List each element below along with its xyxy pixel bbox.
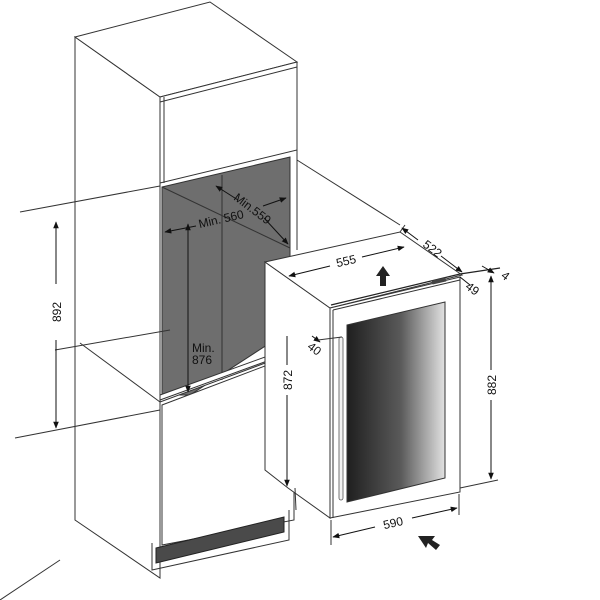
door-top-strip [330,267,501,306]
dimension-arrow [263,217,289,245]
dimension-49: 49 [459,276,482,299]
dimension-872: 872 [281,336,297,511]
airflow-up-icon [376,266,390,286]
ref-line-top [19,185,161,213]
min-height-label-line2: 876 [192,353,212,367]
ref-line-depth [296,159,401,226]
dimension-590: 590 [330,494,460,545]
plinth-outline [151,510,290,571]
body-height-label: 872 [281,370,295,390]
extension-line [317,336,343,341]
dimension-arrow [311,335,321,343]
control-panel-icon [431,277,447,285]
lower-cabinet-door [161,354,295,546]
dimension-892: 892 [50,221,64,429]
dimension-arrow [361,245,405,258]
airflow-front-icon [418,536,440,550]
wine-cooler [263,231,501,519]
niche-opening [161,156,291,396]
door-top-strip-inner [332,279,461,311]
door-handle [338,336,344,501]
ref-line-floor-left [0,559,61,600]
cooler-top [263,231,464,309]
plinth-kickboard [155,516,285,564]
dimension-arrow [411,506,458,519]
dimension-arrow [401,227,419,241]
dimension-555: 555 [288,245,405,278]
ref-line-mid [54,329,171,351]
ref-line-bottom [14,409,161,439]
cabinet-side-panel [74,36,161,579]
dimension-arrow [262,197,287,207]
niche-diagonal-line [161,186,291,249]
dimension-min-876: Min. 876 [185,223,215,393]
dimension-arrow [288,265,331,278]
door-width-label: 590 [382,514,405,532]
dimension-arrow [164,225,197,234]
door-edge-line [159,66,298,103]
door-offset-label: 4 [499,268,513,283]
cooler-width-label: 555 [335,252,358,270]
min-height-label-line1: Min. [192,341,215,355]
extension-line [459,479,499,489]
glass-window [346,301,446,503]
tall-cabinet [73,1,299,579]
dimension-arrow [440,255,463,273]
opening-height-label: 892 [50,302,64,322]
ref-line-floor-diagonal [79,342,161,403]
total-height-label: 882 [485,375,499,395]
dimension-882: 882 [459,275,499,492]
extension-line [459,276,471,286]
dimension-arrow [332,526,376,539]
dimension-arrow [481,265,495,274]
dimension-arrow [215,185,239,201]
extension-line [294,487,297,511]
